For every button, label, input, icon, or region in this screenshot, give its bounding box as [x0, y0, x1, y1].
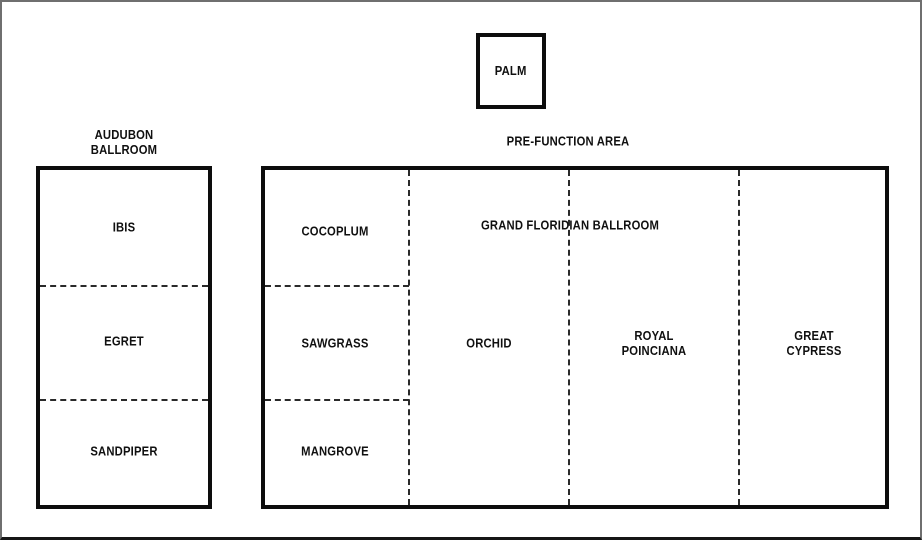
grand-floridian-ballroom-title: GRAND FLORIDIAN BALLROOM: [480, 218, 660, 233]
room-label-sawgrass: SAWGRASS: [301, 336, 369, 351]
divider-orchid-royal-poinciana: [568, 170, 570, 505]
divider-cocoplum-sawgrass: [265, 285, 409, 287]
room-label-cocoplum: COCOPLUM: [301, 224, 369, 239]
audubon-divider-egret-sandpiper: [40, 399, 208, 401]
room-label-palm: PALM: [495, 63, 527, 78]
grand-floridian-ballroom-box: [261, 166, 889, 509]
divider-westrooms-orchid: [408, 170, 410, 505]
palm-room-box: PALM: [476, 33, 546, 109]
room-label-royal-poinciana: ROYAL POINCIANA: [621, 329, 687, 358]
room-label-mangrove: MANGROVE: [301, 444, 369, 459]
audubon-divider-ibis-egret: [40, 285, 208, 287]
room-label-ibis: IBIS: [112, 220, 136, 235]
room-label-great-cypress: GREAT CYPRESS: [786, 329, 842, 358]
audubon-ballroom-box: [36, 166, 212, 509]
room-label-sandpiper: SANDPIPER: [90, 444, 158, 459]
room-label-egret: EGRET: [104, 334, 144, 349]
divider-royal-poinciana-great-cypress: [738, 170, 740, 505]
divider-sawgrass-mangrove: [265, 399, 409, 401]
room-label-orchid: ORCHID: [466, 336, 512, 351]
audubon-ballroom-title: AUDUBON BALLROOM: [90, 128, 158, 157]
pre-function-area-label: PRE-FUNCTION AREA: [506, 134, 630, 149]
palm-room-box-inner: PALM: [480, 37, 542, 105]
